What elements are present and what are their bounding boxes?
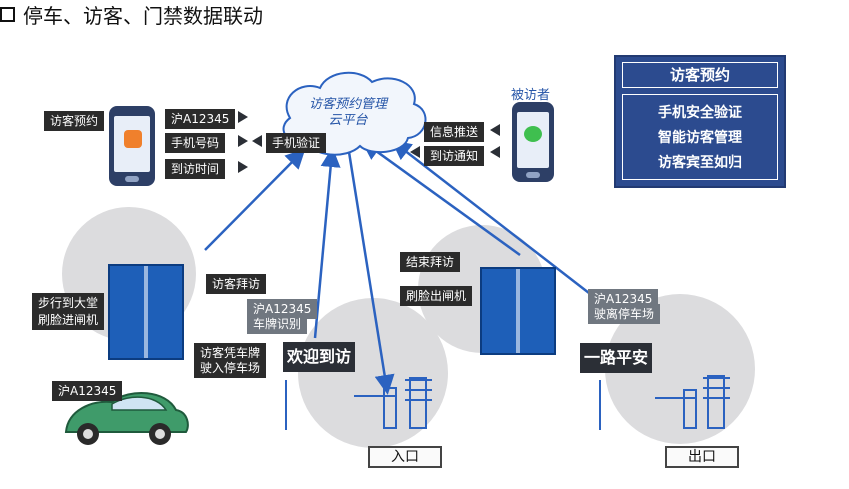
panel-items: 手机安全验证 智能访客管理 访客宾至如归 <box>622 94 778 180</box>
farewell-sign: 一路平安 <box>580 343 652 373</box>
page-title: 停车、访客、门禁数据联动 <box>0 0 849 29</box>
title-text: 停车、访客、门禁数据联动 <box>23 4 263 28</box>
field-visit-time: 到访时间 <box>165 159 226 179</box>
visit-notice-tag: 到访通知 <box>424 146 485 166</box>
visited-phone <box>512 102 554 182</box>
visitor-visit-tag: 访客拜访 <box>206 274 267 294</box>
panel-item-2: 智能访客管理 <box>658 129 742 146</box>
car-icon <box>64 392 189 445</box>
face-scan-exit-tag: 刷脸出闸机 <box>400 286 473 306</box>
panel-item-3: 访客宾至如归 <box>658 155 742 172</box>
plate-recognition-tag: 车牌识别 <box>247 314 308 334</box>
welcome-sign: 欢迎到访 <box>283 342 355 372</box>
title-square-icon <box>0 7 15 22</box>
entry-gate <box>108 264 184 360</box>
info-push-tag: 信息推送 <box>424 122 485 142</box>
visited-person-label: 被访者 <box>511 88 551 103</box>
entrance-box: 入口 <box>368 446 442 468</box>
face-scan-entry-tag: 刷脸进闸机 <box>32 310 105 330</box>
wechat-icon <box>524 126 542 142</box>
field-phone-number: 手机号码 <box>165 133 226 153</box>
visitor-appointment-tag: 访客预约 <box>44 111 105 131</box>
home-app-icon <box>124 130 142 148</box>
appointment-panel: 访客预约 手机安全验证 智能访客管理 访客宾至如归 <box>614 55 786 188</box>
leave-parking-tag: 驶离停车场 <box>588 304 661 324</box>
car-plate-tag: 沪A12345 <box>52 381 123 401</box>
end-visit-tag: 结束拜访 <box>400 252 461 272</box>
visitor-phone <box>109 106 155 186</box>
entrance-circle <box>298 298 448 448</box>
drive-in-tag-2: 驶入停车场 <box>194 358 267 378</box>
exit-gate <box>480 267 556 355</box>
walk-to-lobby-tag: 步行到大堂 <box>32 293 105 313</box>
cloud-line-2: 云平台 <box>328 113 368 128</box>
cloud-line-1: 访客预约管理 <box>308 97 387 112</box>
panel-item-1: 手机安全验证 <box>658 104 742 121</box>
phone-verify-tag: 手机验证 <box>266 133 327 153</box>
field-plate: 沪A12345 <box>165 109 236 129</box>
panel-title: 访客预约 <box>622 62 778 88</box>
cloud-platform: 访客预约管理 云平台 <box>293 97 403 129</box>
exit-box: 出口 <box>665 446 739 468</box>
